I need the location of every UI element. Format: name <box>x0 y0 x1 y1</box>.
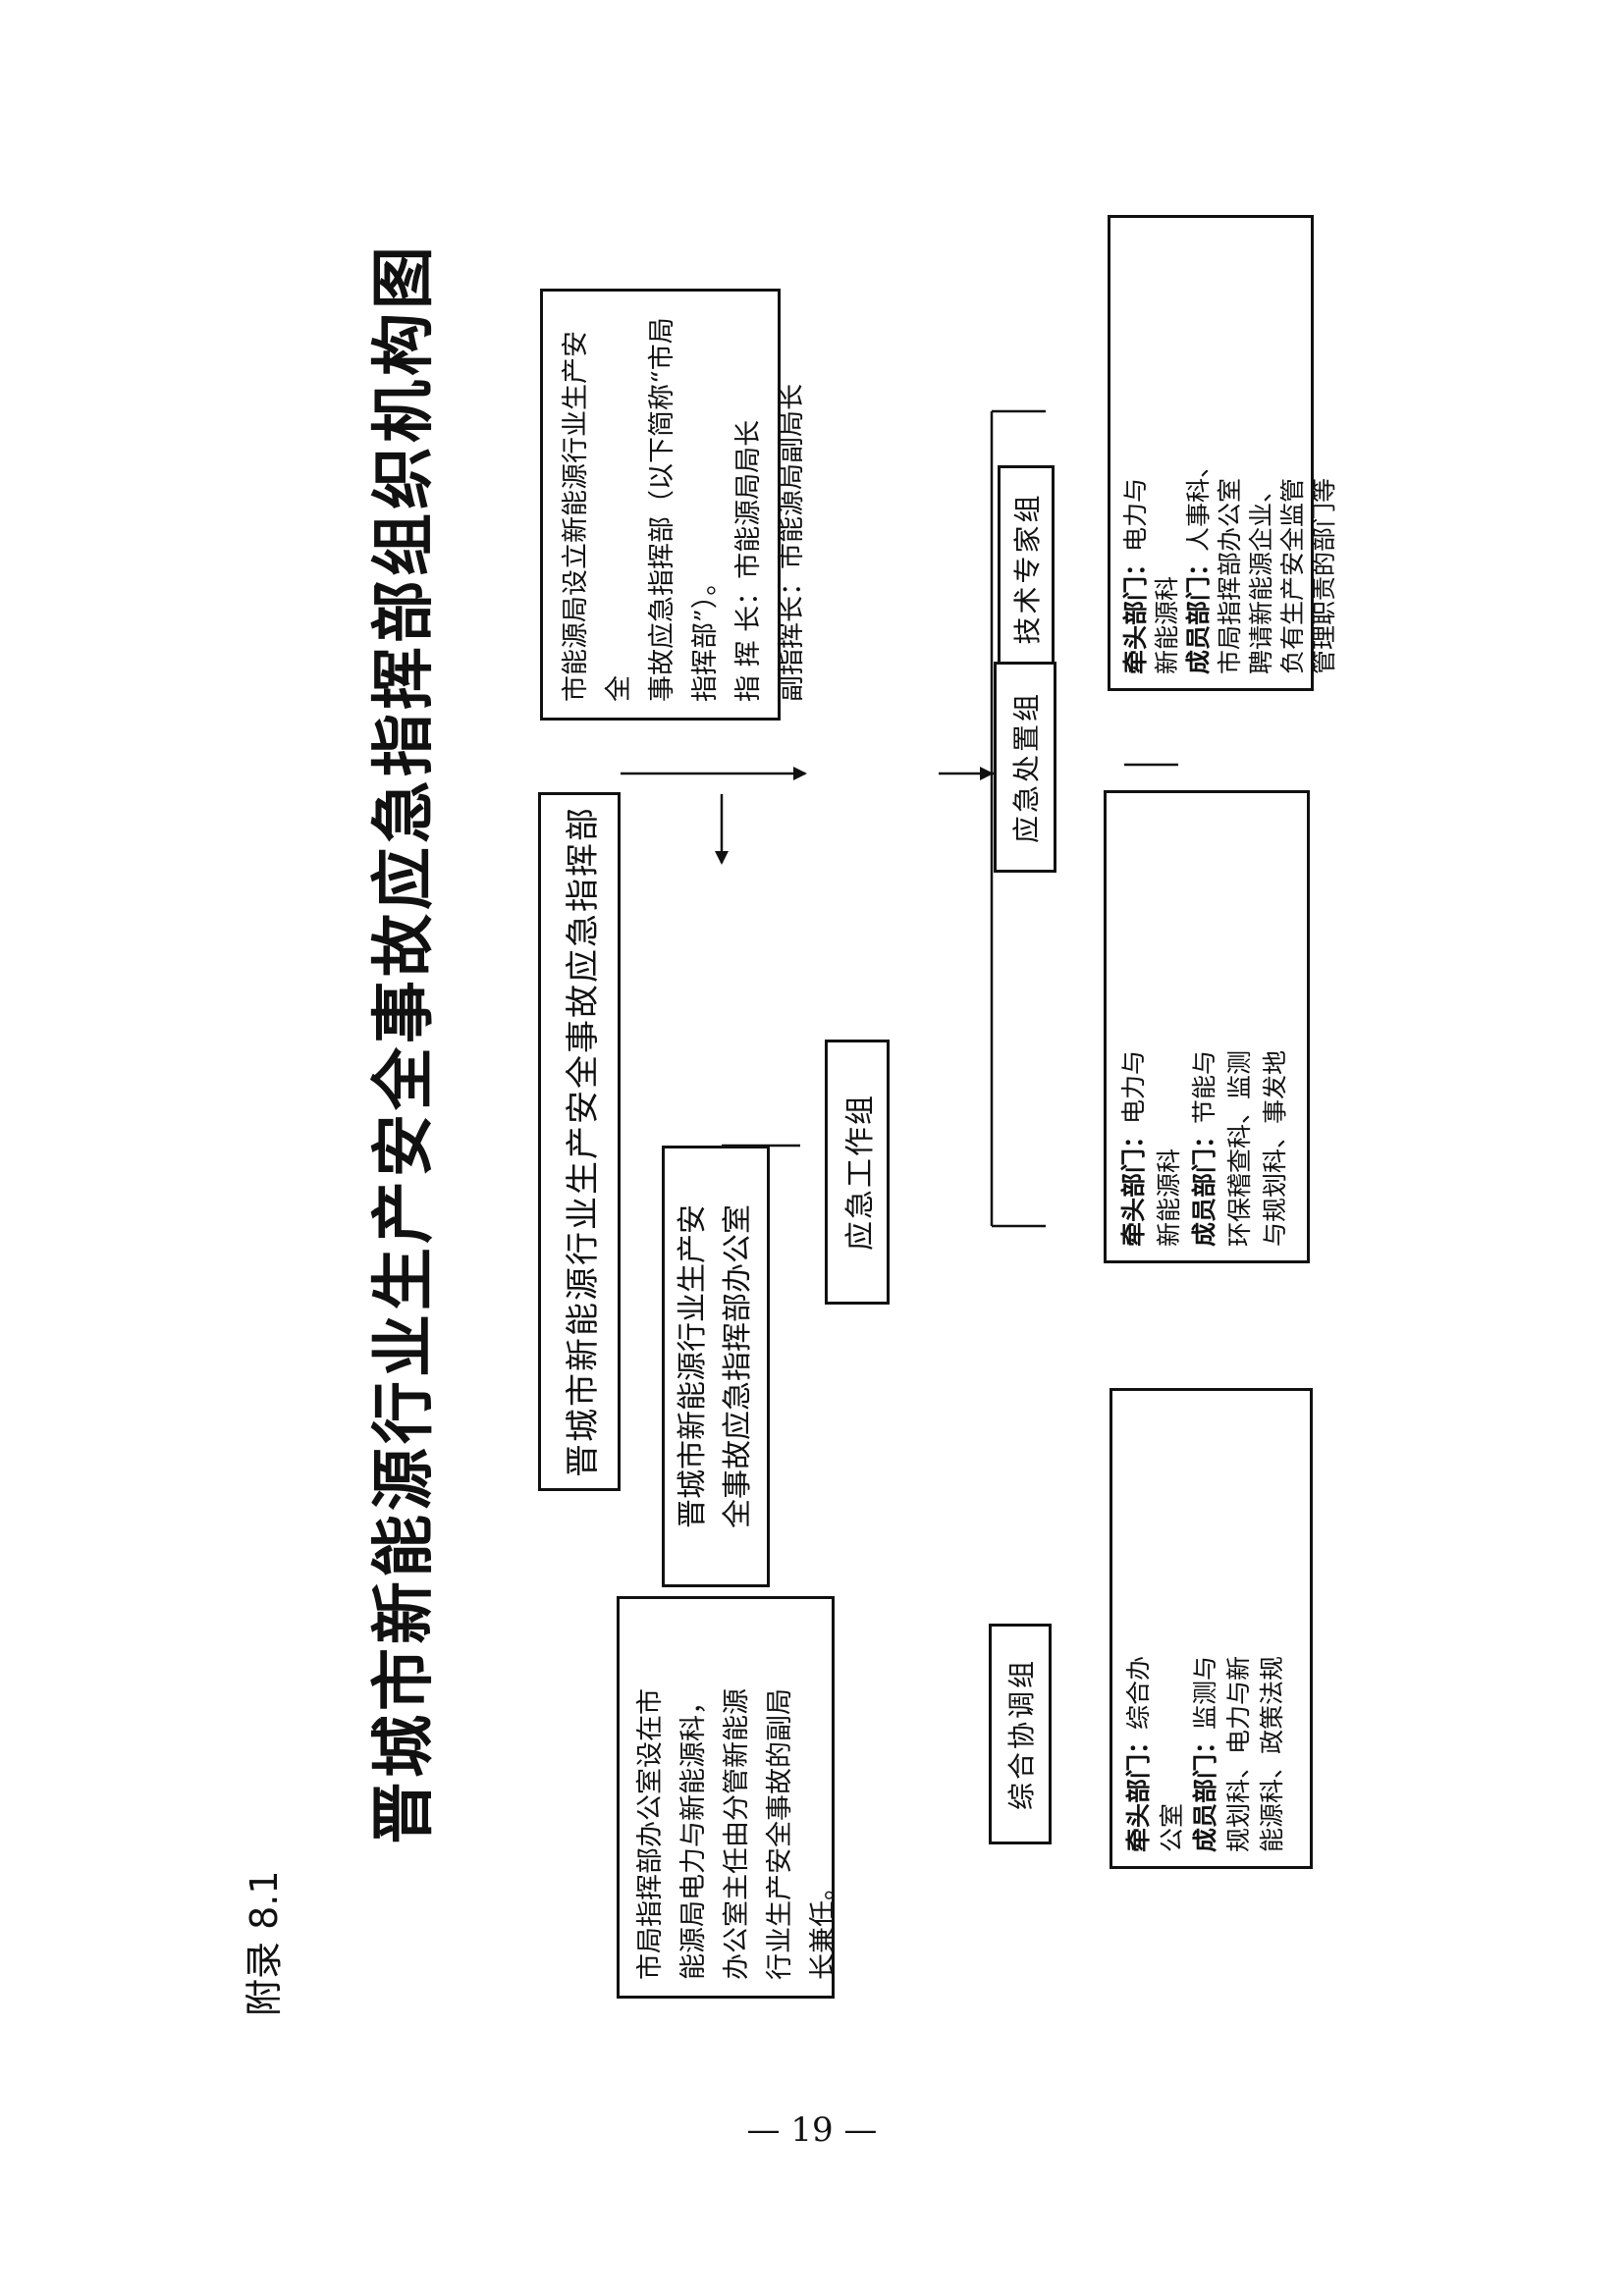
coord-member-line: 规划科、电力与新 <box>1224 1655 1253 1852</box>
coord-member-value: 监测与 <box>1191 1655 1219 1730</box>
coord-detail-box: 牵头部门：综合办 公室 成员部门：监测与 规划科、电力与新 能源科、政策法规 <box>1110 1388 1313 1869</box>
tech-member-line: 聘请新能源企业、 <box>1247 477 1275 674</box>
hq-note-line: 市能源局设立新能源行业生产安全 <box>561 331 634 702</box>
office-line: 晋城市新能源行业生产安 <box>676 1204 710 1528</box>
disposal-member-value: 节能与 <box>1190 1049 1218 1124</box>
disposal-detail-box: 牵头部门：电力与 新能源科 成员部门：节能与 环保稽查科、监测 与规划科、事发地 <box>1104 790 1310 1263</box>
hq-note-line: 指 挥 长：市能源局局长 <box>733 419 764 702</box>
disposal-lead-value: 电力与 <box>1119 1049 1148 1124</box>
disposal-member-line: 与规划科、事发地 <box>1261 1049 1289 1247</box>
coord-group-box: 综合协调组 <box>989 1624 1052 1844</box>
office-note-line: 能源局电力与新能源科， <box>678 1688 709 1980</box>
tech-member-value: 人事科、 <box>1184 453 1213 552</box>
tech-detail-box: 牵头部门：电力与 新能源科 成员部门：人事科、 市局指挥部办公室 聘请新能源企业… <box>1108 215 1338 691</box>
office-note-line: 办公室主任由分管新能源 <box>722 1688 752 1980</box>
office-box: 晋城市新能源行业生产安 全事故应急指挥部办公室 <box>662 1146 770 1587</box>
hq-note-line: 副指挥长：市能源局副局长 <box>777 384 807 702</box>
coord-group-label: 综合协调组 <box>1005 1658 1038 1811</box>
page-title: 晋城市新能源行业生产安全事故应急指挥部组织机构图 <box>367 242 441 1844</box>
coord-member-line: 能源科、政策法规 <box>1258 1655 1286 1852</box>
page-number: — 19 — <box>746 2110 878 2150</box>
coord-lead-value: 综合办 <box>1124 1655 1153 1730</box>
hq-note-line: 事故应急指挥部（以下简称“市局 <box>647 317 677 702</box>
headquarters-label: 晋城市新能源行业生产安全事故应急指挥部 <box>563 806 603 1477</box>
tech-lead-value: 电力与 <box>1121 477 1150 552</box>
hq-note-line: 指挥部”）。 <box>690 568 721 702</box>
tech-group-label: 技术专家组 <box>1011 492 1044 645</box>
working-group-label: 应急工作组 <box>843 1094 878 1251</box>
tech-group-box: 技术专家组 <box>998 465 1055 671</box>
disposal-lead-line: 新能源科 <box>1155 1148 1183 1247</box>
headquarters-box: 晋城市新能源行业生产安全事故应急指挥部 <box>538 792 621 1491</box>
disposal-lead-label: 牵头部门： <box>1119 1123 1148 1247</box>
coord-member-label: 成员部门： <box>1191 1729 1219 1852</box>
disposal-group-box: 应急处置组 <box>994 662 1056 873</box>
hq-note-box: 市能源局设立新能源行业生产安全 事故应急指挥部（以下简称“市局 指挥部”）。 指… <box>540 289 807 721</box>
office-note-line: 市局指挥部办公室设在市 <box>635 1688 666 1980</box>
disposal-group-label: 应急处置组 <box>1010 691 1043 844</box>
office-note-box: 市局指挥部办公室设在市 能源局电力与新能源科， 办公室主任由分管新能源 行业生产… <box>617 1596 839 1999</box>
office-line: 全事故应急指挥部办公室 <box>721 1204 755 1528</box>
disposal-member-line: 环保稽查科、监测 <box>1225 1049 1254 1247</box>
disposal-member-label: 成员部门： <box>1190 1123 1218 1247</box>
coord-lead-label: 牵头部门： <box>1124 1729 1153 1852</box>
coord-lead-line: 公室 <box>1158 1802 1186 1852</box>
tech-lead-label: 牵头部门： <box>1121 551 1150 674</box>
working-group-box: 应急工作组 <box>825 1040 890 1305</box>
office-note-line: 长兼任。 <box>808 1874 839 1980</box>
tech-member-line: 市局指挥部办公室 <box>1216 477 1244 674</box>
tech-lead-line: 新能源科 <box>1153 575 1181 674</box>
appendix-label: 附录 8.1 <box>243 1870 286 2016</box>
tech-member-line: 管理职责的部门等 <box>1310 477 1338 674</box>
office-note-line: 行业生产安全事故的副局 <box>765 1688 795 1980</box>
tech-member-label: 成员部门： <box>1184 551 1213 674</box>
tech-member-line: 负有生产安全监管 <box>1278 477 1307 674</box>
